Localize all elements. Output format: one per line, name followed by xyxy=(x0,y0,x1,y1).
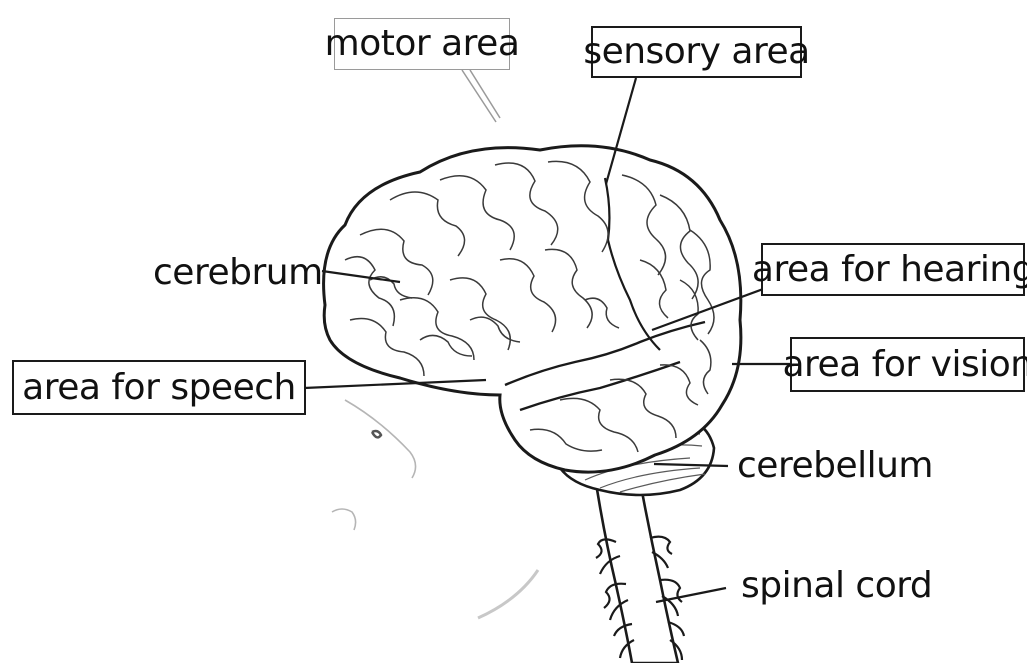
spinal-cord-leader xyxy=(656,588,726,602)
label-motor-area: motor area xyxy=(334,18,510,70)
face-profile-trace xyxy=(332,400,538,618)
label-area-for-hearing: area for hearing xyxy=(761,243,1025,296)
label-sensory-area: sensory area xyxy=(591,26,802,78)
label-cerebellum: cerebellum xyxy=(737,448,933,484)
spinal-cord-shape xyxy=(594,470,678,663)
label-area-for-vision: area for vision xyxy=(790,337,1025,392)
label-area-for-speech: area for speech xyxy=(12,360,306,415)
cerebrum-shape xyxy=(324,146,741,472)
motor-area-leader xyxy=(462,70,500,122)
label-cerebrum: cerebrum xyxy=(153,255,323,291)
label-spinal-cord: spinal cord xyxy=(741,568,932,604)
